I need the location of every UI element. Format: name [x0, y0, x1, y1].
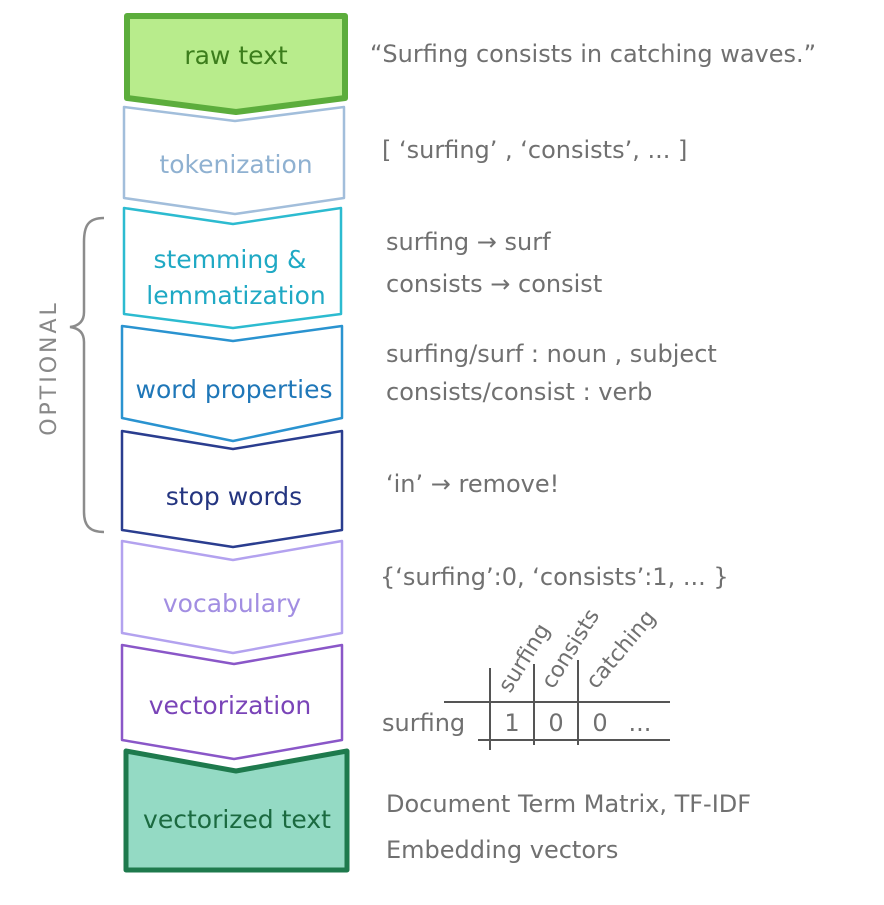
annotation-raw-text: “Surfing consists in catching waves.” [370, 40, 816, 68]
optional-label: OPTIONAL [37, 300, 62, 436]
stage-vocabulary-shape [120, 539, 344, 655]
stage-word-properties-shape [120, 324, 344, 443]
stage-stop-words-label: stop words [166, 482, 302, 511]
stage-raw-text-shape [124, 13, 348, 115]
annotation-output-line1: Document Term Matrix, TF-IDF [386, 790, 751, 818]
annotation-vocabulary: {‘surfing’:0, ‘consists’:1, ... } [380, 563, 729, 591]
stage-vectorized-text-label: vectorized text [143, 805, 331, 834]
stage-vectorized-text-shape [123, 748, 350, 873]
stage-stemming-label-line2: lemmatization [146, 281, 325, 310]
annotation-word-properties-line2: consists/consist : verb [386, 378, 652, 406]
matrix-row-label: surfing [382, 709, 465, 737]
annotation-stop-words: ‘in’ → remove! [386, 470, 559, 498]
matrix-cell-4: ... [629, 709, 652, 737]
stage-raw-text-label: raw text [184, 41, 288, 70]
matrix-cell-3: 0 [592, 709, 607, 737]
matrix-cell-2: 0 [548, 709, 563, 737]
stage-stemming-label-line1: stemming & [153, 245, 306, 274]
stage-vectorization-shape [120, 643, 344, 761]
term-matrix: surfing consists catching surfing 1 0 0 … [382, 605, 670, 750]
stage-vectorization: vectorization [120, 643, 344, 761]
curly-brace [69, 216, 105, 534]
annotation-word-properties-line1: surfing/surf : noun , subject [386, 340, 717, 368]
stage-vectorization-label: vectorization [149, 691, 312, 720]
stage-vocabulary: vocabulary [120, 539, 344, 655]
annotation-tokenization: [ ‘surfing’ , ‘consists’, ... ] [382, 136, 687, 164]
annotation-stemming-line1: surfing → surf [386, 228, 551, 256]
matrix-cell-1: 1 [504, 709, 519, 737]
stage-tokenization: tokenization [122, 105, 346, 216]
stage-stop-words-shape [120, 429, 344, 549]
stage-word-properties-label: word properties [136, 375, 333, 404]
stage-vectorized-text: vectorized text [123, 748, 350, 873]
stage-vocabulary-label: vocabulary [163, 589, 301, 618]
stage-stemming-lemmatization: stemming & lemmatization [122, 206, 343, 330]
stage-word-properties: word properties [120, 324, 344, 443]
optional-bracket: OPTIONAL [37, 216, 105, 534]
stage-tokenization-label: tokenization [159, 150, 312, 179]
stage-stop-words: stop words [120, 429, 344, 549]
annotation-stemming-line2: consists → consist [386, 270, 602, 298]
stage-raw-text: raw text [124, 13, 348, 115]
stage-tokenization-shape [122, 105, 346, 216]
stage-stemming-shape [122, 206, 343, 330]
annotation-output-line2: Embedding vectors [386, 836, 618, 864]
